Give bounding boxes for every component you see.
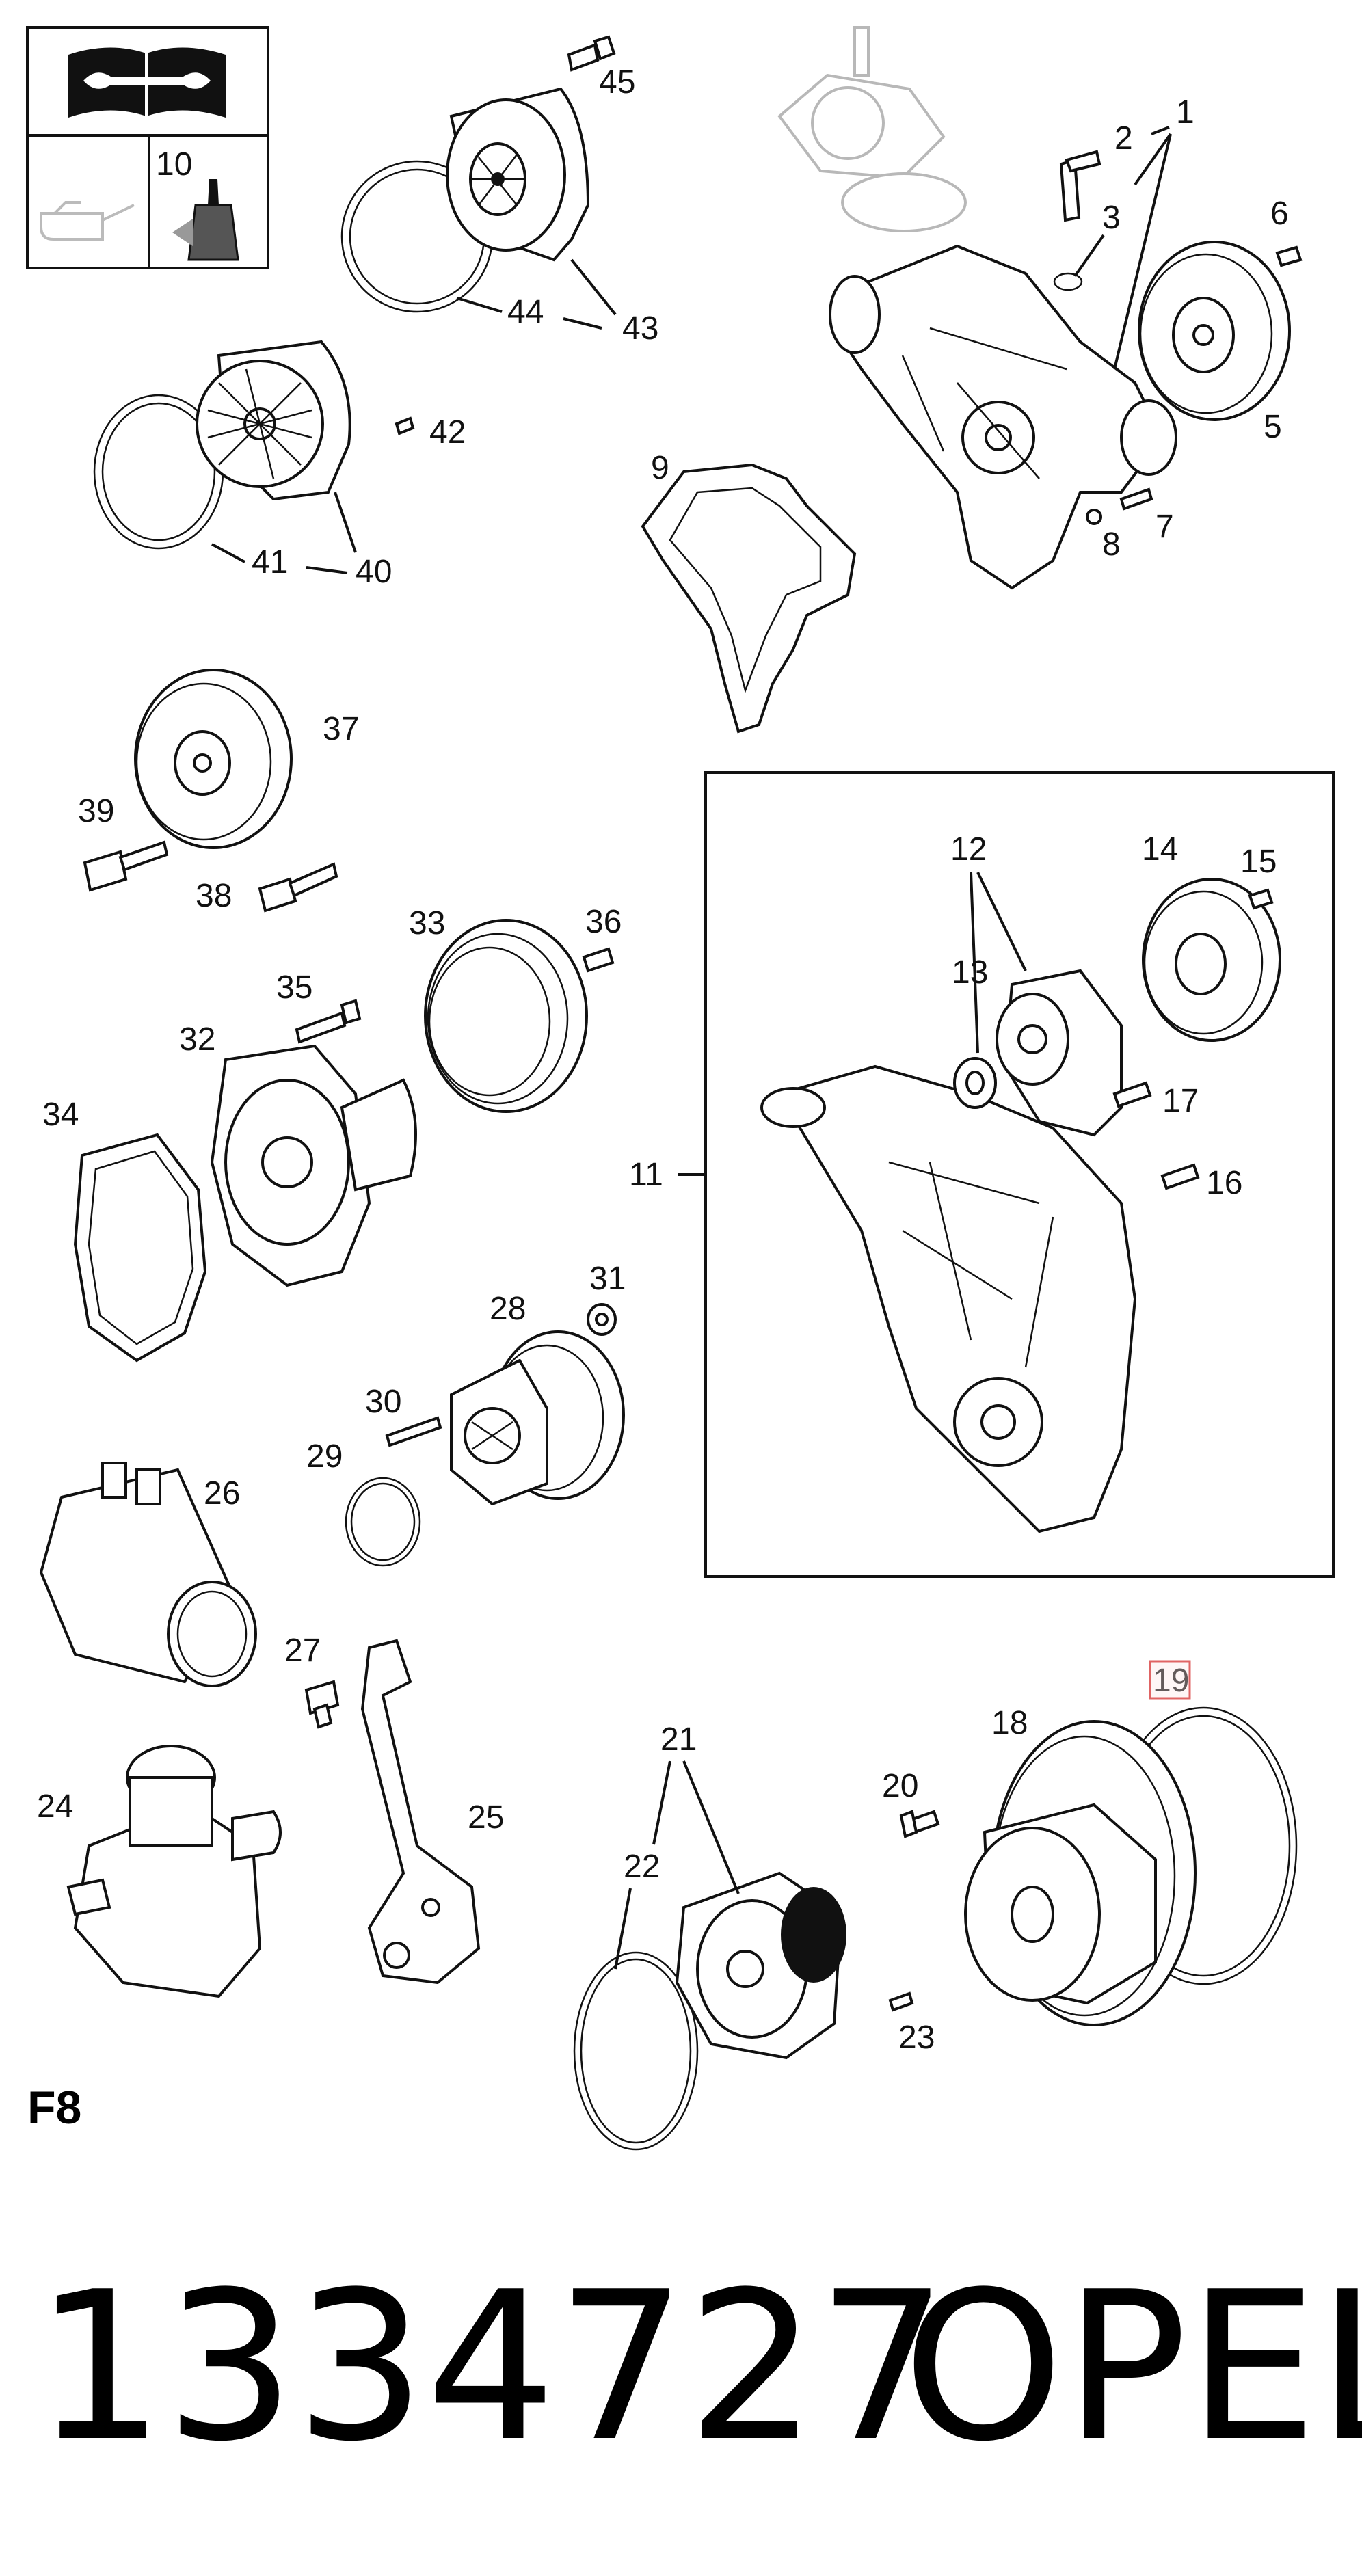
part-bolt-36 [582, 947, 615, 973]
callout-28: 28 [490, 1291, 526, 1327]
callout-26: 26 [204, 1475, 240, 1512]
callout-12: 12 [950, 831, 987, 868]
part-water-pump-28 [450, 1330, 625, 1506]
part-pulley-5 [1138, 241, 1291, 421]
callout-18: 18 [991, 1705, 1028, 1741]
callout-3: 3 [1102, 200, 1121, 236]
part-water-pump-32 [210, 1044, 417, 1287]
part-thermostat-ghost [777, 26, 967, 232]
part-bolt-38 [258, 862, 338, 913]
callout-16: 16 [1206, 1165, 1242, 1201]
callout-35: 35 [276, 969, 312, 1006]
part-bolt-20 [899, 1810, 940, 1838]
part-oring-22 [573, 1951, 699, 2151]
callout-15: 15 [1240, 844, 1277, 880]
part-water-pump-18-assembly [964, 1803, 1157, 2005]
part-gasket-9 [641, 463, 857, 734]
callout-13: 13 [952, 954, 988, 991]
part-oring-3 [1053, 272, 1083, 291]
framed-assembly-group: 12 14 15 13 17 16 11 [629, 771, 1335, 1578]
part-electric-pump-24 [66, 1745, 282, 1998]
callout-39: 39 [78, 793, 114, 829]
part-bolt-35 [295, 999, 362, 1044]
part-pulley-14 [1142, 878, 1281, 1042]
callout-20: 20 [882, 1768, 918, 1804]
part-plug-8 [1086, 509, 1102, 525]
callout-2: 2 [1114, 120, 1133, 157]
part-bolt-7 [1119, 487, 1153, 511]
brand-name: OPEL [903, 2248, 1362, 2486]
part-timing-cover-11 [760, 1064, 1137, 1533]
callout-30: 30 [365, 1384, 401, 1420]
callout-17: 17 [1162, 1083, 1199, 1119]
callout-34: 34 [42, 1097, 79, 1133]
part-bolt-23 [888, 1991, 914, 2012]
part-bolt-15 [1248, 888, 1274, 910]
callout-7: 7 [1156, 509, 1174, 545]
section-label: F8 [27, 2082, 81, 2134]
callout-25: 25 [468, 1799, 504, 1836]
callout-42: 42 [429, 414, 466, 451]
part-oring-29 [345, 1477, 421, 1567]
callout-33: 33 [409, 905, 445, 941]
callout-44: 44 [507, 294, 544, 330]
callout-41: 41 [252, 544, 288, 580]
part-bolt-45 [567, 35, 616, 72]
part-pulley-33 [424, 919, 588, 1113]
part-bolt-17 [1112, 1081, 1152, 1108]
part-number: 1334727 [34, 2248, 948, 2486]
part-bolt-27 [304, 1680, 340, 1729]
part-gasket-34 [73, 1133, 207, 1363]
callout-19-highlight [1149, 1660, 1191, 1700]
callout-6: 6 [1270, 196, 1289, 232]
part-water-pump-housing-1 [829, 244, 1177, 590]
legend-box: 10 [26, 26, 269, 269]
part-seal-13 [953, 1057, 997, 1109]
callout-24: 24 [37, 1788, 73, 1825]
part-bolt-42 [395, 416, 415, 435]
callout-43: 43 [622, 310, 658, 347]
callout-19: 19 [1153, 1663, 1189, 1699]
part-bolt-6 [1275, 245, 1303, 267]
callout-45: 45 [599, 64, 635, 100]
part-pipe-26 [39, 1462, 257, 1687]
part-water-pump-40 [196, 340, 351, 501]
callout-1: 1 [1176, 94, 1194, 131]
callout-38: 38 [196, 878, 232, 914]
oil-can-icon [40, 201, 135, 241]
callout-11: 11 [629, 1157, 663, 1193]
part-bolt-16 [1160, 1163, 1200, 1190]
callout-5: 5 [1264, 409, 1282, 445]
callout-27: 27 [284, 1633, 321, 1669]
callout-21: 21 [660, 1721, 697, 1758]
sealant-bottle-icon [172, 179, 239, 261]
part-bracket-25 [360, 1639, 481, 1985]
callout-8: 8 [1102, 526, 1121, 563]
part-sensor-2 [1059, 150, 1101, 222]
callout-29: 29 [306, 1438, 343, 1475]
part-stud-30 [385, 1416, 442, 1447]
callout-40: 40 [356, 554, 392, 590]
callout-32: 32 [179, 1021, 215, 1058]
part-nut-31 [587, 1303, 617, 1336]
manual-wrench-icon [68, 47, 226, 118]
callout-37: 37 [323, 711, 359, 747]
part-water-pump-21 [675, 1871, 846, 2060]
callout-10: 10 [156, 146, 192, 183]
callout-23: 23 [898, 2020, 935, 2056]
part-pulley-37 [134, 669, 293, 849]
callout-22: 22 [624, 1849, 660, 1885]
part-water-pump-12 [996, 969, 1123, 1137]
part-bolt-39 [83, 840, 169, 892]
part-water-pump-43 [446, 87, 590, 262]
callout-31: 31 [589, 1261, 626, 1297]
callout-36: 36 [585, 904, 622, 940]
callout-14: 14 [1142, 831, 1178, 868]
callout-9: 9 [651, 450, 669, 486]
